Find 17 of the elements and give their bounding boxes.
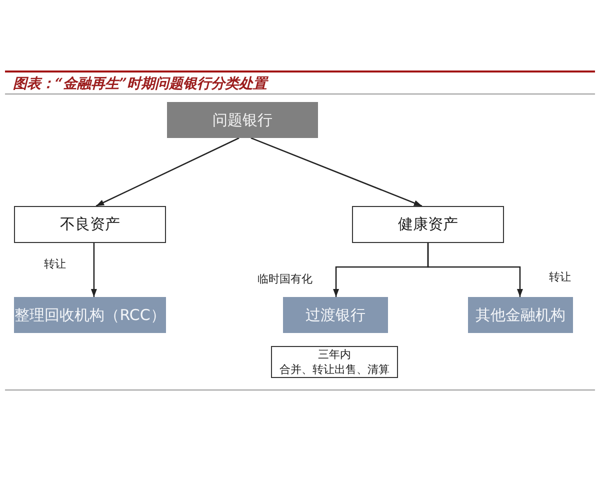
arrow xyxy=(90,243,97,297)
chart-title: 图表：“金融再生”时期问题银行分类处置 xyxy=(13,75,268,93)
arrow xyxy=(427,243,523,297)
outcome-box: 整理回收机构（RCC） xyxy=(14,297,166,333)
note-box xyxy=(271,346,398,378)
outcome-box: 过渡银行 xyxy=(283,297,388,333)
box-label: 合并、转让出售、清算 xyxy=(280,362,390,377)
category-box: 健康资产 xyxy=(352,206,504,243)
arrow xyxy=(96,137,240,207)
process-box: 问题银行 xyxy=(167,102,318,138)
edge-label: 转让 xyxy=(547,270,573,284)
category-box: 不良资产 xyxy=(14,206,166,243)
arrow xyxy=(250,137,422,207)
edge-label: 临时国有化 xyxy=(256,272,314,286)
outcome-box: 其他金融机构 xyxy=(468,297,573,333)
edge-label: 转让 xyxy=(42,256,68,272)
box-label: 三年内 xyxy=(318,347,351,362)
